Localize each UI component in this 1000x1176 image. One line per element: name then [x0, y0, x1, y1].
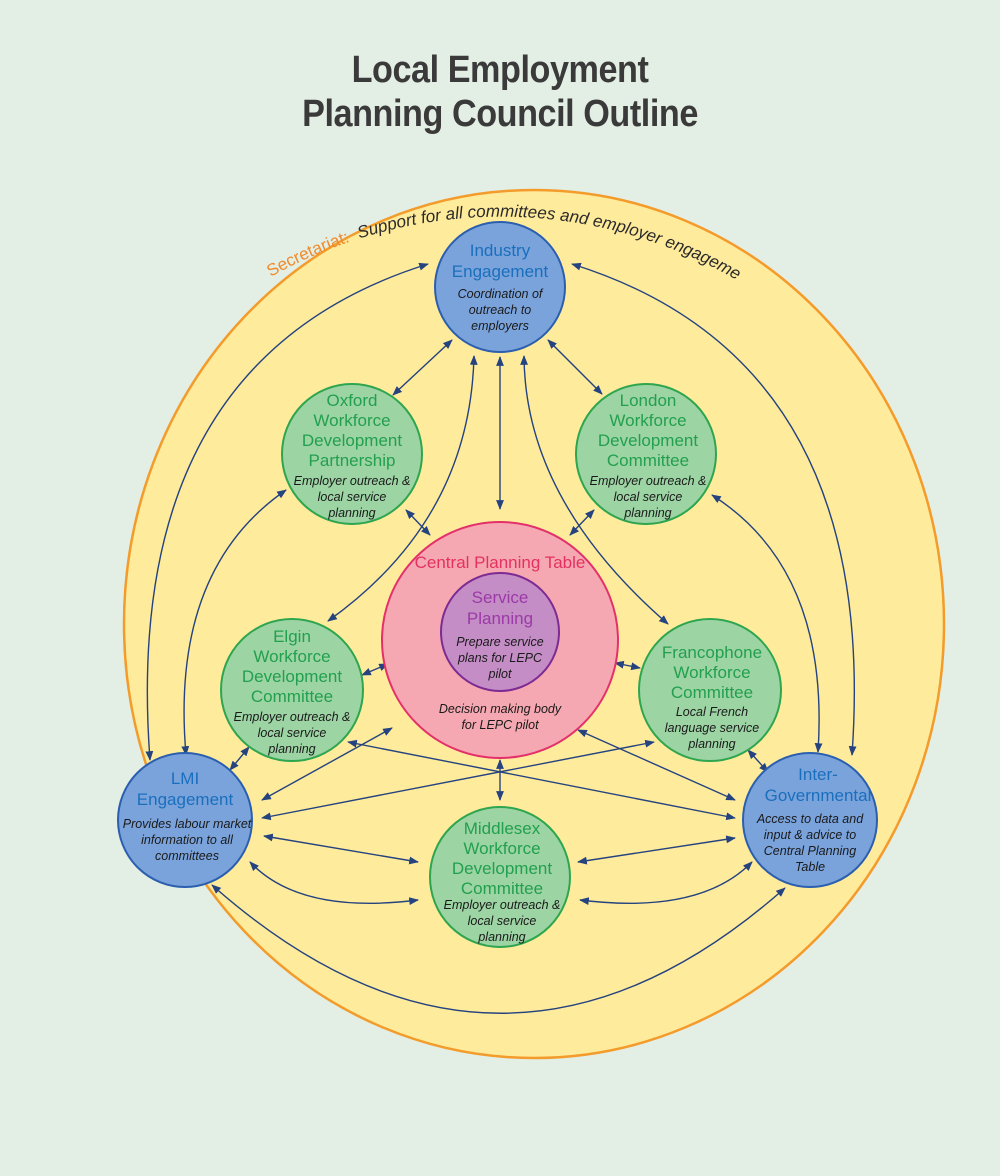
node-inter-governmental: Inter- Governmental Access to data and inp…	[742, 752, 878, 888]
lmi-desc-1: Provides labour market	[123, 817, 252, 831]
elgin-head-1: Elgin	[273, 627, 311, 646]
service-desc-1: Prepare service	[456, 635, 544, 649]
lmi-desc-2: information to all	[141, 833, 234, 847]
svg-text:Employer outreach &local servi: Employer outreach & local service planning	[234, 710, 351, 756]
middlesex-head-1: Middlesex	[464, 819, 541, 838]
svg-text:Central Planning Table: Central Planning Table	[415, 553, 586, 572]
intergov-head-1: Inter-	[798, 765, 838, 784]
industry-desc-2: outreach to	[469, 303, 532, 317]
service-desc-2: plans for LEPC	[457, 651, 543, 665]
title-line-1: Local Employment	[351, 49, 649, 91]
service-head-2: Planning	[467, 609, 533, 628]
lmi-desc-3: committees	[155, 849, 219, 863]
london-desc-3: planning	[623, 506, 671, 520]
london-head-2: Workforce	[609, 411, 686, 430]
industry-desc-3: employers	[471, 319, 529, 333]
lmi-head-1: LMI	[171, 769, 199, 788]
middlesex-desc-2: local service	[468, 914, 537, 928]
london-desc-2: local service	[614, 490, 683, 504]
service-desc-3: pilot	[488, 667, 512, 681]
page-title: Local Employment Planning Council Outlin…	[50, 48, 950, 136]
elgin-head-2: Workforce	[253, 647, 330, 666]
service-head-1: Service	[472, 588, 529, 607]
london-head-1: London	[620, 391, 677, 410]
elgin-desc-1: Employer outreach &	[234, 710, 351, 724]
elgin-desc-3: planning	[267, 742, 315, 756]
title-line-2: Planning Council Outline	[302, 93, 698, 135]
intergov-desc-3: Central Planning	[764, 844, 856, 858]
london-head-4: Committee	[607, 451, 689, 470]
elgin-head-4: Committee	[251, 687, 333, 706]
london-desc-1: Employer outreach &	[590, 474, 707, 488]
oxford-head-1: Oxford	[326, 391, 377, 410]
svg-text:Employer outreach &local servi: Employer outreach & local service planning	[294, 474, 411, 520]
svg-text:Employer outreach &local servi: Employer outreach & local service planning	[444, 898, 561, 944]
central-desc-1: Decision making body	[439, 702, 562, 716]
francophone-head-1: Francophone	[662, 643, 762, 662]
francophone-desc-3: planning	[687, 737, 735, 751]
connector-arrows	[145, 262, 857, 1014]
oxford-desc-1: Employer outreach &	[294, 474, 411, 488]
middlesex-head-3: Development	[452, 859, 552, 878]
intergov-head-2: Governmental	[765, 786, 872, 805]
industry-head-1: Industry	[470, 241, 531, 260]
francophone-head-2: Workforce	[673, 663, 750, 682]
middlesex-head-2: Workforce	[463, 839, 540, 858]
node-lmi-engagement: LMI Engagement Provides labour market info…	[117, 752, 253, 888]
francophone-head-3: Committee	[671, 683, 753, 702]
oxford-head-4: Partnership	[309, 451, 396, 470]
middlesex-desc-1: Employer outreach &	[444, 898, 561, 912]
francophone-desc-1: Local French	[676, 705, 748, 719]
oxford-head-3: Development	[302, 431, 402, 450]
intergov-desc-4: Table	[795, 860, 825, 874]
francophone-desc-2: language service	[665, 721, 760, 735]
central-desc-2: for LEPC pilot	[461, 718, 539, 732]
svg-text:Inter-Governmental: Inter- Governmental	[765, 765, 872, 805]
elgin-desc-2: local service	[258, 726, 327, 740]
svg-text:Employer outreach &local servi: Employer outreach & local service planning	[590, 474, 707, 520]
oxford-head-2: Workforce	[313, 411, 390, 430]
intergov-desc-2: input & advice to	[764, 828, 856, 842]
oxford-desc-3: planning	[327, 506, 375, 520]
industry-head-2: Engagement	[452, 262, 549, 281]
oxford-desc-2: local service	[318, 490, 387, 504]
industry-desc-1: Coordination of	[458, 287, 544, 301]
middlesex-head-4: Committee	[461, 879, 543, 898]
london-head-3: Development	[598, 431, 698, 450]
intergov-desc-1: Access to data and	[756, 812, 864, 826]
elgin-head-3: Development	[242, 667, 342, 686]
lmi-head-2: Engagement	[137, 790, 234, 809]
middlesex-desc-3: planning	[477, 930, 525, 944]
central-head: Central Planning Table	[415, 553, 586, 572]
